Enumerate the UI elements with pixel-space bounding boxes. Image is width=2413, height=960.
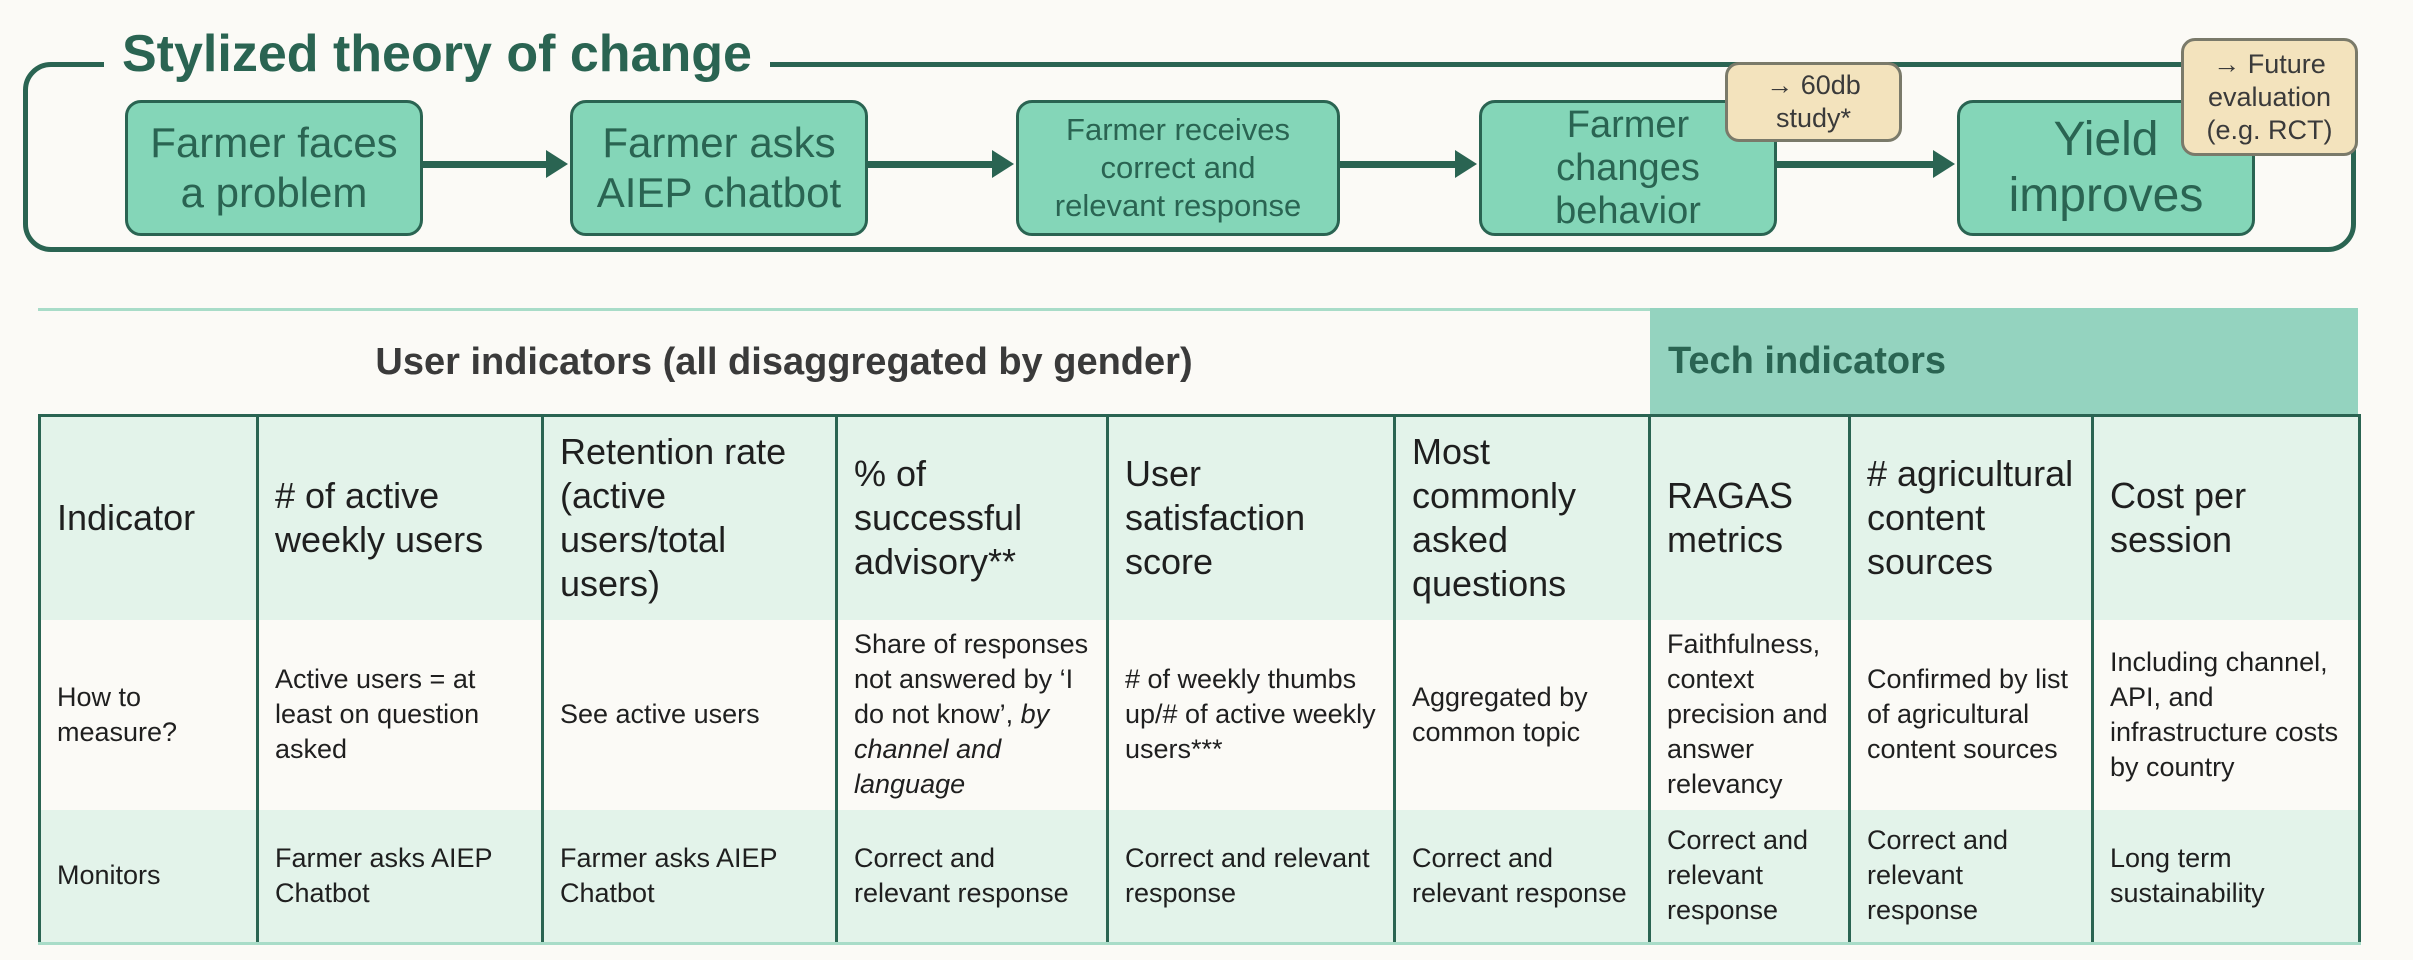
step-line: behavior bbox=[1555, 189, 1701, 232]
measure-cell: Share of responses not answered by ‘I do… bbox=[835, 619, 1109, 810]
monitor-cell: Correct and relevant response bbox=[1648, 809, 1851, 945]
monitor-cell: Farmer asks AIEP Chatbot bbox=[541, 809, 838, 945]
callout-line: evaluation bbox=[2207, 81, 2332, 112]
indicator-content-sources: # agricultural content sources bbox=[1848, 414, 2094, 620]
step-line: improves bbox=[2008, 169, 2204, 222]
flow-arrow bbox=[1777, 150, 1955, 178]
monitor-cell: Long term sustainability bbox=[2091, 809, 2361, 945]
indicator-cost-per-session: Cost per session bbox=[2091, 414, 2361, 620]
indicator-successful-advisory: % of successful advisory** bbox=[835, 414, 1109, 620]
indicator-retention-rate: Retention rate (active users/total users… bbox=[541, 414, 838, 620]
monitor-cell: Farmer asks AIEP Chatbot bbox=[256, 809, 544, 945]
step-line: a problem bbox=[180, 169, 368, 216]
monitors-row: Monitors Farmer asks AIEP Chatbot Farmer… bbox=[38, 809, 2361, 945]
flow-arrow bbox=[1340, 150, 1477, 178]
indicators-table: Indicator # of active weekly users Reten… bbox=[38, 414, 2361, 945]
indicator-user-satisfaction: User satisfaction score bbox=[1106, 414, 1396, 620]
measure-cell: See active users bbox=[541, 619, 838, 810]
measure-text: Share of responses not answered by ‘I do… bbox=[854, 629, 1089, 729]
monitor-cell: Correct and relevant response bbox=[1848, 809, 2094, 945]
step-line: Farmer faces bbox=[150, 119, 398, 166]
flow-arrow bbox=[423, 150, 568, 178]
theory-of-change-frame bbox=[23, 62, 2356, 252]
monitor-cell: Correct and relevant response bbox=[1106, 809, 1396, 945]
step-line: Yield bbox=[2053, 113, 2159, 166]
step-line: AIEP chatbot bbox=[596, 169, 842, 216]
step-line: correct and bbox=[1100, 150, 1256, 185]
callout-future-evaluation: → Future evaluation (e.g. RCT) bbox=[2181, 38, 2358, 156]
measure-text-italic: by channel and language bbox=[854, 699, 1050, 799]
monitor-cell: Correct and relevant response bbox=[835, 809, 1109, 945]
callout-line: (e.g. RCT) bbox=[2206, 114, 2333, 145]
callout-line: → Future bbox=[2213, 48, 2326, 79]
measure-cell: # of weekly thumbs up/# of active weekly… bbox=[1106, 619, 1396, 810]
measure-cell: Active users = at least on question aske… bbox=[256, 619, 544, 810]
callout-line: → 60db bbox=[1766, 70, 1861, 100]
indicator-row: Indicator # of active weekly users Reten… bbox=[38, 414, 2361, 620]
row-label-monitors: Monitors bbox=[38, 809, 259, 945]
indicator-common-questions: Most commonly asked questions bbox=[1393, 414, 1651, 620]
indicator-active-weekly-users: # of active weekly users bbox=[256, 414, 544, 620]
measure-cell: Including channel, API, and infrastructu… bbox=[2091, 619, 2361, 810]
row-label-indicator: Indicator bbox=[38, 414, 259, 620]
row-label-how-to-measure: How to measure? bbox=[38, 619, 259, 810]
measure-cell: Faithfulness, context precision and answ… bbox=[1648, 619, 1851, 810]
indicator-ragas-metrics: RAGAS metrics bbox=[1648, 414, 1851, 620]
how-to-measure-row: How to measure? Active users = at least … bbox=[38, 619, 2361, 810]
callout-60db-study: → 60db study* bbox=[1725, 62, 1902, 142]
header-rule bbox=[38, 308, 1650, 311]
step-line: Farmer receives bbox=[1066, 112, 1290, 147]
theory-of-change-title: Stylized theory of change bbox=[104, 18, 770, 90]
flow-arrow bbox=[868, 150, 1014, 178]
tech-indicators-header: Tech indicators bbox=[1650, 308, 2358, 414]
monitor-cell: Correct and relevant response bbox=[1393, 809, 1651, 945]
step-line: changes bbox=[1556, 146, 1700, 189]
measure-cell: Confirmed by list of agricultural conten… bbox=[1848, 619, 2094, 810]
callout-line: study* bbox=[1775, 103, 1852, 133]
step-line: relevant response bbox=[1054, 188, 1302, 223]
measure-cell: Aggregated by common topic bbox=[1393, 619, 1651, 810]
user-indicators-header: User indicators (all disaggregated by ge… bbox=[375, 340, 1193, 383]
step-line: Farmer bbox=[1566, 103, 1690, 146]
step-line: Farmer asks bbox=[602, 119, 836, 166]
